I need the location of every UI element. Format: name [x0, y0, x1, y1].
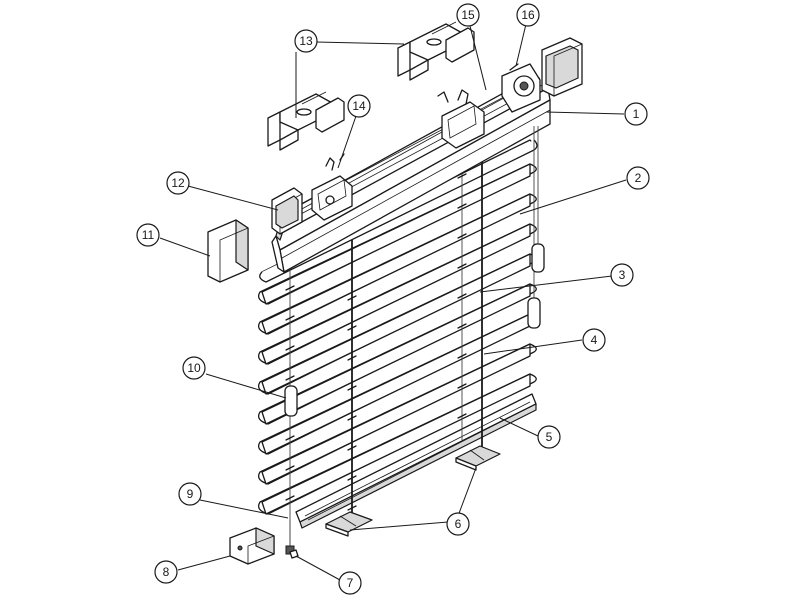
callout-2: 2	[626, 166, 650, 190]
svg-text:8: 8	[163, 565, 170, 579]
slat-surface-9	[261, 373, 531, 515]
cord-tassels	[284, 126, 545, 417]
svg-text:12: 12	[171, 176, 185, 190]
slats	[257, 139, 538, 515]
end-cap-left	[271, 187, 303, 235]
valance-return	[207, 219, 249, 283]
svg-text:6: 6	[455, 517, 462, 531]
slat-surface-2	[261, 163, 531, 305]
hold-down-clips	[325, 445, 501, 537]
cord-lock-mechanism	[311, 153, 353, 221]
installation-bracket-right	[397, 21, 475, 81]
callout-8: 8	[154, 560, 178, 584]
callout-9: 9	[178, 482, 202, 506]
svg-text:7: 7	[347, 576, 354, 590]
callout-16: 16	[516, 3, 540, 27]
svg-text:9: 9	[187, 487, 194, 501]
leader-lines	[159, 23, 627, 581]
callout-4: 4	[582, 328, 606, 352]
cord-stop	[285, 520, 299, 559]
callout-13: 13	[294, 29, 318, 53]
slat-surface-4	[261, 223, 531, 365]
svg-text:15: 15	[461, 8, 475, 22]
slat-surface-8	[261, 343, 531, 485]
svg-text:11: 11	[142, 228, 155, 242]
callout-12: 12	[166, 171, 190, 195]
svg-text:5: 5	[546, 430, 553, 444]
tilter-gear	[501, 63, 541, 113]
callout-7: 7	[338, 571, 362, 595]
callout-3: 3	[610, 263, 634, 287]
svg-text:13: 13	[299, 34, 313, 48]
tilt-mechanism-right	[437, 89, 485, 149]
svg-text:1: 1	[633, 107, 640, 121]
end-cap-right	[541, 37, 583, 97]
svg-text:10: 10	[187, 361, 201, 375]
callout-11: 11	[136, 223, 160, 247]
callout-15: 15	[456, 3, 480, 27]
callout-6: 6	[446, 512, 470, 536]
slat-surface-5	[261, 253, 531, 395]
svg-text:4: 4	[591, 333, 598, 347]
slat-surface-6	[261, 283, 531, 425]
slat-surface-3	[261, 193, 531, 335]
svg-text:14: 14	[352, 99, 366, 113]
svg-text:16: 16	[521, 8, 535, 22]
callout-10: 10	[182, 356, 206, 380]
installation-bracket-left	[267, 91, 345, 151]
svg-text:2: 2	[635, 171, 642, 185]
svg-text:3: 3	[619, 268, 626, 282]
callout-1: 1	[624, 102, 648, 126]
wand-connector	[229, 527, 275, 565]
ladder-rungs	[285, 173, 467, 511]
bottom-rail	[295, 393, 537, 529]
callout-5: 5	[537, 425, 561, 449]
callout-14: 14	[347, 94, 371, 118]
